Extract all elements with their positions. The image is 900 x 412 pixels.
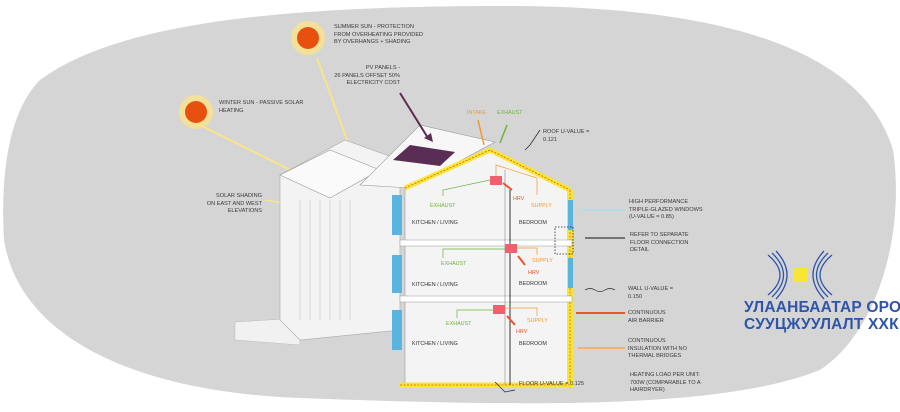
text-line: TRIPLE-GLAZED WINDOWS bbox=[629, 206, 703, 213]
logo-icon bbox=[767, 250, 833, 300]
roof-exhaust-label: EXHAUST bbox=[497, 110, 523, 116]
text-line: ON EAST AND WEST bbox=[206, 200, 262, 207]
text-line: PV PANELS - bbox=[365, 65, 400, 71]
summer-sun-icon bbox=[291, 21, 325, 55]
text-line: 0.121 bbox=[543, 136, 557, 143]
text-line: SOLAR SHADING bbox=[215, 193, 262, 199]
exhaust-label: EXHAUST bbox=[430, 203, 456, 209]
room-label-kitchen: KITCHEN / LIVING bbox=[412, 282, 458, 288]
room-label-bedroom: BEDROOM bbox=[519, 281, 547, 287]
text-line: ELECTRICITY COST bbox=[346, 80, 400, 87]
insulation-roof bbox=[403, 147, 572, 193]
hrv-unit bbox=[490, 176, 502, 185]
summer-sun-label: SUMMER SUN - PROTECTION FROM OVERHEATING… bbox=[334, 24, 423, 47]
house-section bbox=[392, 147, 574, 388]
exhaust-label: EXHAUST bbox=[446, 321, 472, 327]
room-label-kitchen: KITCHEN / LIVING bbox=[412, 341, 458, 347]
air-barrier-label: CONTINUOUS AIR BARRIER bbox=[628, 310, 666, 325]
text-line: FLOOR CONNECTION bbox=[630, 239, 689, 246]
room-label-kitchen: KITCHEN / LIVING bbox=[412, 220, 458, 226]
window bbox=[568, 258, 573, 288]
hrv-unit bbox=[493, 305, 505, 314]
winter-sun-label: WINTER SUN - PASSIVE SOLAR HEATING bbox=[219, 100, 303, 115]
supply-label: SUPPLY bbox=[532, 258, 553, 264]
insulation-label: CONTINUOUS INSULATION WITH NO THERMAL BR… bbox=[628, 338, 687, 361]
hrv-label: HRV bbox=[528, 270, 540, 276]
text-line: DETAIL bbox=[630, 247, 650, 254]
window bbox=[392, 310, 402, 350]
floor-connection-label: REFER TO SEPARATE FLOOR CONNECTION DETAI… bbox=[630, 232, 689, 255]
room-label-bedroom: BEDROOM bbox=[519, 220, 547, 226]
roof-u-label: ROOF U-VALUE = 0.121 bbox=[543, 129, 589, 144]
text-line: HEATING bbox=[219, 107, 244, 114]
pv-arrow bbox=[399, 92, 429, 139]
pv-panels bbox=[393, 145, 455, 166]
text-line: WALL U-VALUE = bbox=[628, 286, 674, 292]
text-line: BY OVERHANGS + SHADING bbox=[334, 39, 411, 46]
text-line: ELEVATIONS bbox=[227, 208, 262, 215]
hrv-unit bbox=[505, 244, 517, 253]
logo-line: СУУЦЖУУЛАЛТ ХХК bbox=[744, 316, 899, 333]
text-line: THERMAL BRIDGES bbox=[628, 353, 682, 360]
text-line: INSULATION WITH NO bbox=[628, 345, 687, 352]
intake-label: INTAKE bbox=[467, 110, 487, 116]
text-line: 0.150 bbox=[628, 293, 642, 300]
text-line: ROOF U-VALUE = bbox=[543, 129, 590, 135]
logo-text: УЛААНБААТАР ОРОН СУУЦЖУУЛАЛТ ХХК bbox=[744, 299, 900, 333]
text-line: AIR BARRIER bbox=[628, 317, 664, 324]
text-line: WINTER SUN - PASSIVE SOLAR bbox=[219, 100, 304, 106]
floor-u-label: FLOOR U-VALUE = 0.125 bbox=[519, 381, 585, 387]
hrv-label: HRV bbox=[513, 196, 525, 202]
window bbox=[392, 195, 402, 235]
wall-u-label: WALL U-VALUE = 0.150 bbox=[628, 286, 673, 301]
supply-label: SUPPLY bbox=[527, 318, 548, 324]
house-left-wing bbox=[234, 139, 401, 346]
room-label-bedroom: BEDROOM bbox=[519, 341, 547, 347]
text-line: 26 PANELS OFFSET 50% bbox=[334, 72, 400, 79]
text-line: 700W (COMPARABLE TO A bbox=[630, 379, 701, 386]
hrv-label: HRV bbox=[516, 329, 528, 335]
text-line: FROM OVERHEATING PROVIDED bbox=[334, 31, 424, 38]
window bbox=[392, 255, 402, 293]
text-line: HIGH PERFORMANCE bbox=[629, 199, 689, 205]
text-line: REFER TO SEPARATE bbox=[630, 232, 689, 238]
pv-panels-label: PV PANELS - 26 PANELS OFFSET 50% ELECTRI… bbox=[330, 65, 400, 88]
floor-connection-detail bbox=[554, 226, 574, 255]
window bbox=[568, 200, 573, 230]
text-line: (U-VALUE = 0.85) bbox=[629, 214, 674, 221]
text-line: HAIRDRYER) bbox=[630, 387, 665, 394]
solar-shading-label: SOLAR SHADING ON EAST AND WEST ELEVATION… bbox=[160, 193, 262, 216]
text-line: CONTINUOUS bbox=[628, 338, 666, 344]
text-line: HEATING LOAD PER UNIT: bbox=[630, 372, 700, 378]
exhaust-label: EXHAUST bbox=[441, 261, 467, 267]
heating-load-label: HEATING LOAD PER UNIT: 700W (COMPARABLE … bbox=[630, 372, 701, 395]
supply-label: SUPPLY bbox=[531, 203, 552, 209]
winter-sun-icon bbox=[179, 95, 213, 129]
logo-line: УЛААНБААТАР ОРОН bbox=[744, 299, 900, 316]
windows-label: HIGH PERFORMANCE TRIPLE-GLAZED WINDOWS (… bbox=[629, 199, 703, 222]
text-line: CONTINUOUS bbox=[628, 310, 666, 316]
text-line: SUMMER SUN - PROTECTION bbox=[334, 24, 414, 30]
